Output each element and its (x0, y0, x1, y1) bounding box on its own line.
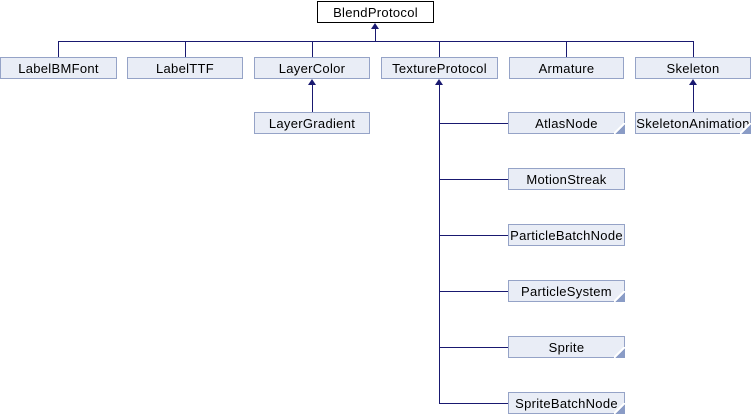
class-node-labelttf[interactable]: LabelTTF (127, 57, 243, 79)
class-node-layergradient[interactable]: LayerGradient (254, 112, 370, 134)
class-label: LayerGradient (268, 115, 356, 131)
edge-branch-spritebatchnode (439, 403, 508, 404)
class-label: SpriteBatchNode (515, 395, 618, 411)
class-label: ParticleBatchNode (510, 227, 623, 243)
class-label: AtlasNode (535, 115, 598, 131)
class-label: Sprite (548, 339, 585, 355)
arrowhead-to-blendprotocol (371, 23, 379, 29)
class-label: Skeleton (666, 60, 720, 76)
has-subclasses-fold-icon (614, 123, 625, 134)
has-subclasses-fold-icon (614, 291, 625, 302)
class-node-spritebatchnode[interactable]: SpriteBatchNode (508, 392, 625, 414)
class-node-textureprotocol[interactable]: TextureProtocol (381, 57, 498, 79)
edge-stub-labelttf (185, 41, 186, 57)
edge-branch-atlasnode (439, 123, 508, 124)
class-node-layercolor[interactable]: LayerColor (254, 57, 370, 79)
edge-root-bus (58, 41, 694, 42)
edge-branch-sprite (439, 347, 508, 348)
arrowhead-to-skeleton (689, 79, 697, 85)
edge-skeletonanimation-stem (693, 84, 694, 112)
class-node-sprite[interactable]: Sprite (508, 336, 625, 358)
class-node-atlasnode[interactable]: AtlasNode (508, 112, 625, 134)
class-label: LabelTTF (155, 60, 215, 76)
edge-root-stem (375, 28, 376, 41)
edge-layergradient-stem (312, 84, 313, 112)
class-label: MotionStreak (526, 171, 607, 187)
class-label: ParticleSystem (521, 283, 612, 299)
class-label: SkeletonAnimation (636, 115, 750, 131)
class-node-particlebatchnode[interactable]: ParticleBatchNode (508, 224, 625, 246)
edge-branch-motionstreak (439, 179, 508, 180)
arrowhead-to-textureprotocol (435, 79, 443, 85)
edge-branch-particlebatchnode (439, 235, 508, 236)
edge-textureprotocol-trunk (439, 84, 440, 404)
class-node-particlesystem[interactable]: ParticleSystem (508, 280, 625, 302)
class-node-labelbmfont[interactable]: LabelBMFont (0, 57, 117, 79)
class-label: LabelBMFont (18, 60, 99, 76)
edge-branch-particlesystem (439, 291, 508, 292)
has-subclasses-fold-icon (614, 347, 625, 358)
edge-stub-skeleton (693, 41, 694, 57)
class-label: TextureProtocol (392, 60, 487, 76)
class-node-motionstreak[interactable]: MotionStreak (508, 168, 625, 190)
class-label: Armature (538, 60, 595, 76)
arrowhead-to-layercolor (308, 79, 316, 85)
has-subclasses-fold-icon (614, 403, 625, 414)
class-node-skeletonanimation[interactable]: SkeletonAnimation (635, 112, 751, 134)
class-node-skeleton[interactable]: Skeleton (635, 57, 751, 79)
class-label: BlendProtocol (333, 4, 418, 20)
edge-stub-armature (566, 41, 567, 57)
class-node-armature[interactable]: Armature (509, 57, 624, 79)
class-node-blendprotocol: BlendProtocol (317, 1, 434, 23)
has-subclasses-fold-icon (740, 123, 751, 134)
edge-stub-layercolor (312, 41, 313, 57)
class-label: LayerColor (278, 60, 346, 76)
edge-stub-textureprotocol (439, 41, 440, 57)
edge-stub-labelbmfont (58, 41, 59, 57)
